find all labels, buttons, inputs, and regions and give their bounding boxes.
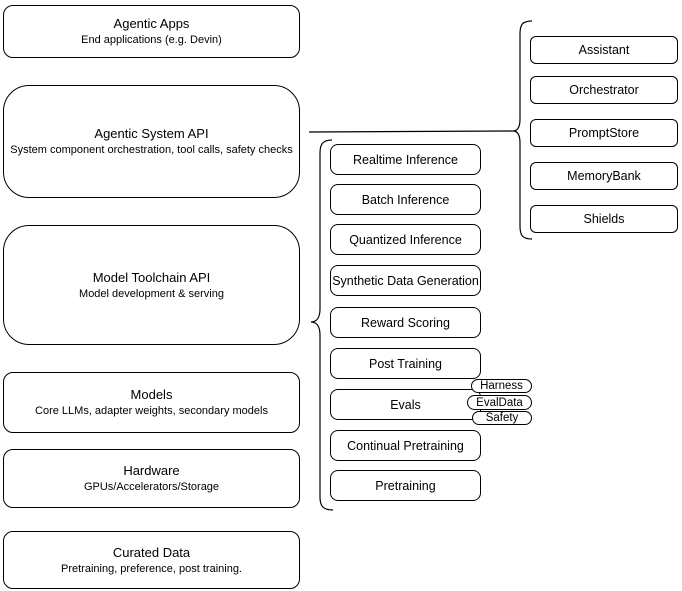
node-title: Models <box>130 387 173 402</box>
node-orchestrator: Orchestrator <box>530 76 678 104</box>
connector-agentic-system-to-components <box>308 130 514 133</box>
node-agentic-system-api: Agentic System API System component orch… <box>3 85 300 198</box>
node-shields: Shields <box>530 205 678 233</box>
brace-toolchain-services <box>310 139 334 511</box>
node-subtitle: Core LLMs, adapter weights, secondary mo… <box>35 405 268 417</box>
node-quantized-inference: Quantized Inference <box>330 224 481 255</box>
node-batch-inference: Batch Inference <box>330 184 481 215</box>
node-subtitle: GPUs/Accelerators/Storage <box>83 481 220 493</box>
node-assistant: Assistant <box>530 36 678 64</box>
brace-system-components <box>512 20 533 240</box>
node-evals: Evals <box>330 389 481 420</box>
node-title: Hardware <box>123 463 180 478</box>
node-pretraining: Pretraining <box>330 470 481 501</box>
pill-evaldata: EvalData <box>467 395 532 410</box>
node-reward-scoring: Reward Scoring <box>330 307 481 338</box>
node-agentic-apps: Agentic Apps End applications (e.g. Devi… <box>3 5 300 58</box>
node-synthetic-data-generation: Synthetic Data Generation <box>330 265 481 296</box>
node-subtitle: End applications (e.g. Devin) <box>81 34 222 46</box>
node-realtime-inference: Realtime Inference <box>330 144 481 175</box>
node-title: Agentic System API <box>94 126 209 141</box>
pill-safety: Safety <box>472 411 532 425</box>
node-promptstore: PromptStore <box>530 119 678 147</box>
node-subtitle: Pretraining, preference, post training. <box>61 562 242 575</box>
pill-harness: Harness <box>471 379 532 393</box>
node-subtitle: System component orchestration, tool cal… <box>10 144 293 156</box>
node-model-toolchain-api: Model Toolchain API Model development & … <box>3 225 300 345</box>
node-curated-data: Curated Data Pretraining, preference, po… <box>3 531 300 589</box>
node-title: Curated Data <box>112 544 191 560</box>
node-models: Models Core LLMs, adapter weights, secon… <box>3 372 300 433</box>
node-title: Model Toolchain API <box>92 269 211 285</box>
node-memorybank: MemoryBank <box>530 162 678 190</box>
node-title: Agentic Apps <box>113 16 190 31</box>
node-hardware: Hardware GPUs/Accelerators/Storage <box>3 449 300 508</box>
node-continual-pretraining: Continual Pretraining <box>330 430 481 461</box>
node-subtitle: Model development & serving <box>79 287 224 300</box>
node-post-training: Post Training <box>330 348 481 379</box>
